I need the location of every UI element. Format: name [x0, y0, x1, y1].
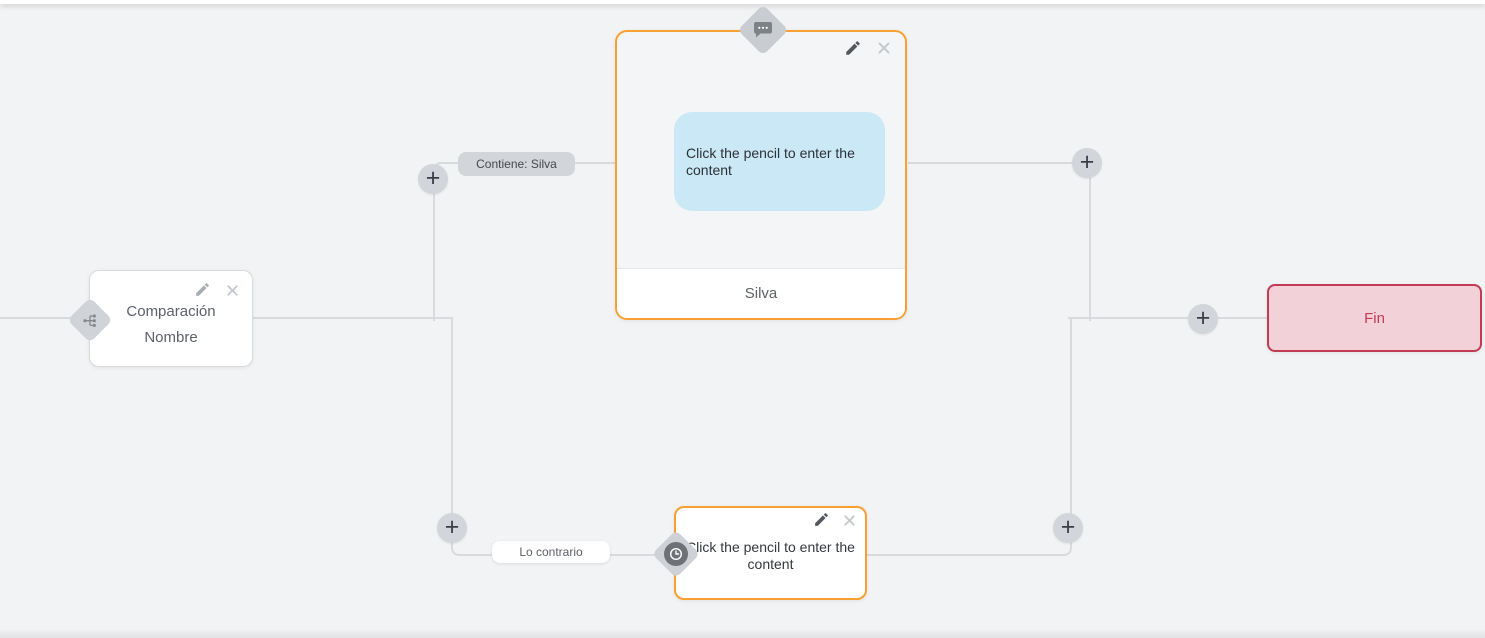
close-icon	[841, 512, 858, 534]
connector-entry	[0, 317, 72, 319]
edit-condition-button[interactable]	[190, 279, 214, 303]
message-placeholder-text: Click the pencil to enter the content	[686, 144, 855, 178]
connector-message-out	[908, 162, 1091, 321]
end-node[interactable]: Fin	[1267, 284, 1482, 352]
close-icon	[875, 39, 893, 62]
connector-branch-up	[433, 162, 617, 321]
fallback-placeholder-text: Click the pencil to enter the content	[686, 538, 855, 573]
fallback-node[interactable]: Click the pencil to enter the content	[651, 506, 867, 600]
add-node-button-before-end[interactable]: +	[1188, 304, 1218, 334]
close-icon	[224, 282, 241, 303]
delete-fallback-button[interactable]	[837, 511, 861, 535]
edit-fallback-button[interactable]	[809, 510, 833, 534]
add-node-button-top-right[interactable]: +	[1072, 148, 1102, 178]
pencil-icon	[844, 39, 862, 62]
pencil-icon	[813, 511, 830, 533]
end-node-label: Fin	[1364, 309, 1385, 327]
add-node-button-bottom-left[interactable]: +	[437, 513, 467, 543]
delete-condition-button[interactable]	[220, 280, 244, 304]
canvas-bottom-shadow	[0, 629, 1485, 638]
connector-branch-down	[451, 318, 676, 556]
message-type-badge	[737, 4, 789, 56]
connector-merge-to-end	[1068, 317, 1268, 319]
clock-icon	[664, 542, 688, 566]
add-node-button-bottom-right[interactable]: +	[1053, 513, 1083, 543]
edge-label-match[interactable]: Contiene: Silva	[458, 152, 575, 176]
message-footer-label: Silva	[744, 285, 778, 302]
edit-message-button[interactable]	[841, 38, 865, 62]
add-node-button-top-left[interactable]: +	[418, 164, 448, 194]
message-node[interactable]: Click the pencil to enter the content Si…	[615, 4, 907, 320]
fallback-type-badge	[651, 529, 701, 579]
edge-label-no-match[interactable]: Lo contrario	[492, 541, 610, 563]
connector-fallback-out	[867, 318, 1072, 556]
condition-node[interactable]: Comparación Nombre	[67, 270, 253, 367]
condition-type-badge	[67, 297, 113, 343]
connector-condition-out	[253, 317, 453, 319]
branch-icon	[83, 313, 98, 328]
delete-message-button[interactable]	[872, 38, 896, 62]
canvas-top-shadow	[0, 0, 1485, 4]
message-node-footer: Silva	[617, 268, 905, 318]
chat-bubble-icon	[753, 21, 773, 39]
condition-title-line1: Comparación	[126, 303, 216, 320]
message-content-bubble: Click the pencil to enter the content	[674, 112, 885, 211]
pencil-icon	[194, 281, 211, 302]
condition-title-line2: Nombre	[144, 329, 198, 346]
